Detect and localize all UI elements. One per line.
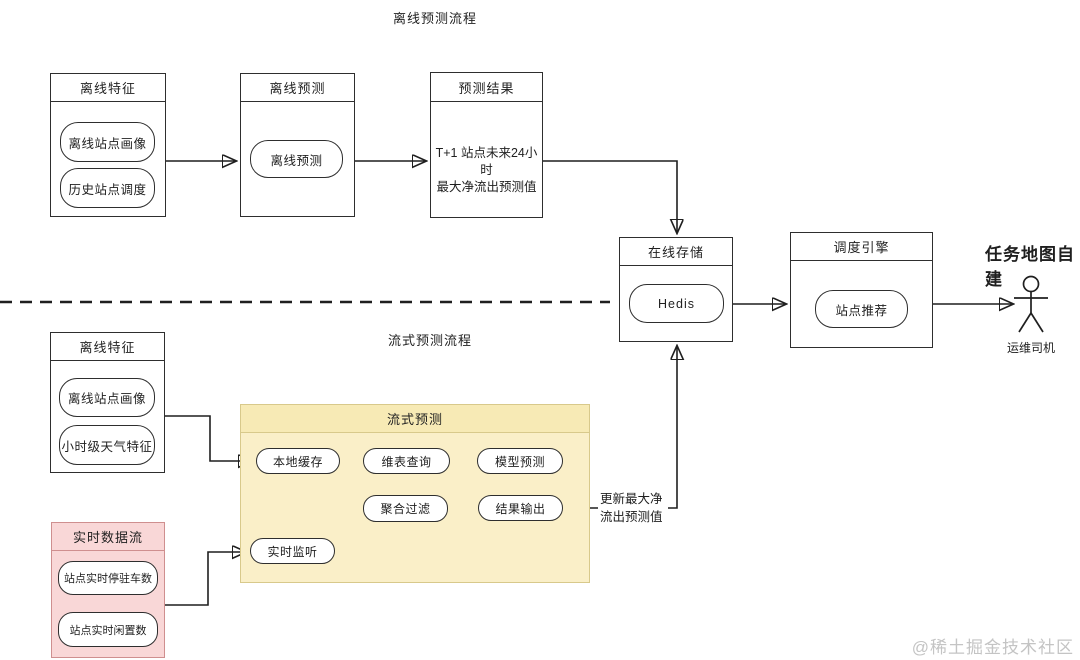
pill-offline-predict: 离线预测 — [250, 140, 343, 178]
update-value-line2: 流出预测值 — [600, 509, 663, 524]
pill-model-predict: 模型预测 — [477, 448, 563, 474]
watermark: @稀土掘金技术社区 — [911, 638, 1074, 657]
pill-station-recommend: 站点推荐 — [815, 290, 908, 328]
update-value-label: 更新最大净 流出预测值 — [600, 491, 668, 526]
pill-offline-station-profile-bottom: 离线站点画像 — [59, 378, 155, 417]
actor-title: 任务地图自建 — [985, 245, 1075, 289]
arrow-realtime-to-listen — [165, 552, 245, 606]
pill-realtime-parked-count: 站点实时停驻车数 — [58, 561, 158, 595]
box-offline-predict-title: 离线预测 — [241, 74, 354, 102]
box-stream-predict-title: 流式预测 — [241, 405, 589, 433]
box-schedule-engine: 调度引擎 — [790, 232, 933, 348]
arrow-bottom-features-to-cache — [165, 415, 251, 461]
predict-result-line1: T+1 站点未来24小时 — [435, 146, 538, 177]
box-stream-predict: 流式预测 — [240, 404, 590, 583]
box-online-storage-title: 在线存储 — [620, 238, 732, 266]
box-predict-result-title: 预测结果 — [431, 73, 542, 102]
pill-realtime-listen: 实时监听 — [250, 538, 335, 564]
pill-hedis: Hedis — [629, 284, 724, 323]
box-realtime-stream-title: 实时数据流 — [52, 523, 164, 551]
pill-local-cache: 本地缓存 — [256, 448, 340, 474]
pill-dim-table-query: 维表查询 — [363, 448, 450, 474]
update-value-line1: 更新最大净 — [600, 492, 663, 506]
pill-history-station-schedule: 历史站点调度 — [60, 168, 155, 208]
box-offline-features-top-title: 离线特征 — [51, 74, 165, 102]
pill-hourly-weather-feature: 小时级天气特征 — [59, 425, 155, 465]
pill-aggregate-filter: 聚合过滤 — [363, 495, 448, 522]
predict-result-line2: 最大净流出预测值 — [436, 179, 537, 194]
box-schedule-engine-title: 调度引擎 — [791, 233, 932, 261]
box-predict-result: 预测结果 — [430, 72, 543, 218]
stream-flow-title: 流式预测流程 — [387, 333, 472, 348]
box-offline-features-bottom-title: 离线特征 — [51, 333, 164, 361]
pill-result-output: 结果输出 — [478, 495, 563, 521]
arrow-label-to-storage — [668, 347, 677, 509]
predict-result-text: T+1 站点未来24小时 最大净流出预测值 — [431, 145, 542, 196]
offline-flow-title: 离线预测流程 — [392, 11, 477, 26]
arrow-result-to-storage — [543, 160, 677, 232]
pill-offline-station-profile-top: 离线站点画像 — [60, 122, 155, 162]
pill-realtime-idle-count: 站点实时闲置数 — [58, 612, 158, 647]
actor-label: 运维司机 — [1006, 341, 1055, 355]
